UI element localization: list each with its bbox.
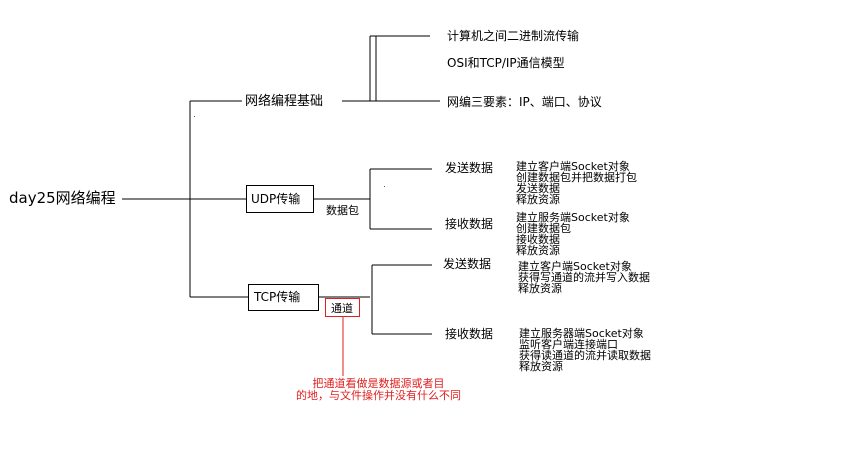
tcp-recv-step: 释放资源 [519,360,563,373]
tcp-send-steps: 建立客户端Socket对象 获得写通道的流并写入数据 释放资源 [518,261,650,294]
udp-send-step: 建立客户端Socket对象 [516,160,630,173]
tcp-send-topic: 发送数据 [443,257,492,271]
udp-recv-topic: 接收数据 [445,217,494,231]
topic-udp-label: UDP传输 [251,192,301,206]
tcp-channel-note: 把通道看做是数据源或者目 的地，与文件操作并没有什么不同 [296,378,461,402]
udp-edge-label: 数据包 [326,204,359,217]
topic-network-basics: 网络编程基础 [245,94,324,109]
udp-send-steps: 建立客户端Socket对象 创建数据包并把数据打包 发送数据 释放资源 [516,161,637,205]
tcp-recv-step: 建立服务器端Socket对象 [519,327,644,340]
udp-send-topic: 发送数据 [445,161,494,175]
tcp-recv-step: 监听客户端连接端口 [519,338,618,351]
tcp-send-step: 建立客户端Socket对象 [518,260,632,273]
basics-item-osi-model: OSI和TCP/IP通信模型 [447,56,565,70]
topic-tcp-label: TCP传输 [254,290,301,304]
tcp-send-step: 获得写通道的流并写入数据 [518,271,650,284]
tcp-edge-label: 通道 [331,302,353,315]
basics-item-three-elements: 网编三要素：IP、端口、协议 [447,95,602,109]
udp-recv-steps: 建立服务端Socket对象 创建数据包 接收数据 释放资源 [516,212,630,256]
topic-tcp-box: TCP传输 [248,284,319,311]
udp-recv-step: 释放资源 [516,244,560,257]
tcp-recv-topic: 接收数据 [445,327,494,341]
udp-recv-step: 接收数据 [516,233,560,246]
tcp-recv-step: 获得读通道的流并读取数据 [519,349,651,362]
basics-item-binary-stream: 计算机之间二进制流传输 [447,29,580,43]
udp-send-step: 释放资源 [516,193,560,206]
note-line: 把通道看做是数据源或者目 [312,377,445,390]
root-topic: day25网络编程 [9,189,116,207]
udp-recv-step: 创建数据包 [516,222,571,235]
udp-send-step: 发送数据 [516,182,560,195]
note-line: 的地，与文件操作并没有什么不同 [296,389,461,402]
tcp-recv-steps: 建立服务器端Socket对象 监听客户端连接端口 获得读通道的流并读取数据 释放… [519,328,651,372]
tcp-channel-box: 通道 [325,298,360,317]
udp-send-step: 创建数据包并把数据打包 [516,171,637,184]
tcp-send-step: 释放资源 [518,282,562,295]
udp-recv-step: 建立服务端Socket对象 [516,211,630,224]
topic-udp-box: UDP传输 [246,185,314,213]
